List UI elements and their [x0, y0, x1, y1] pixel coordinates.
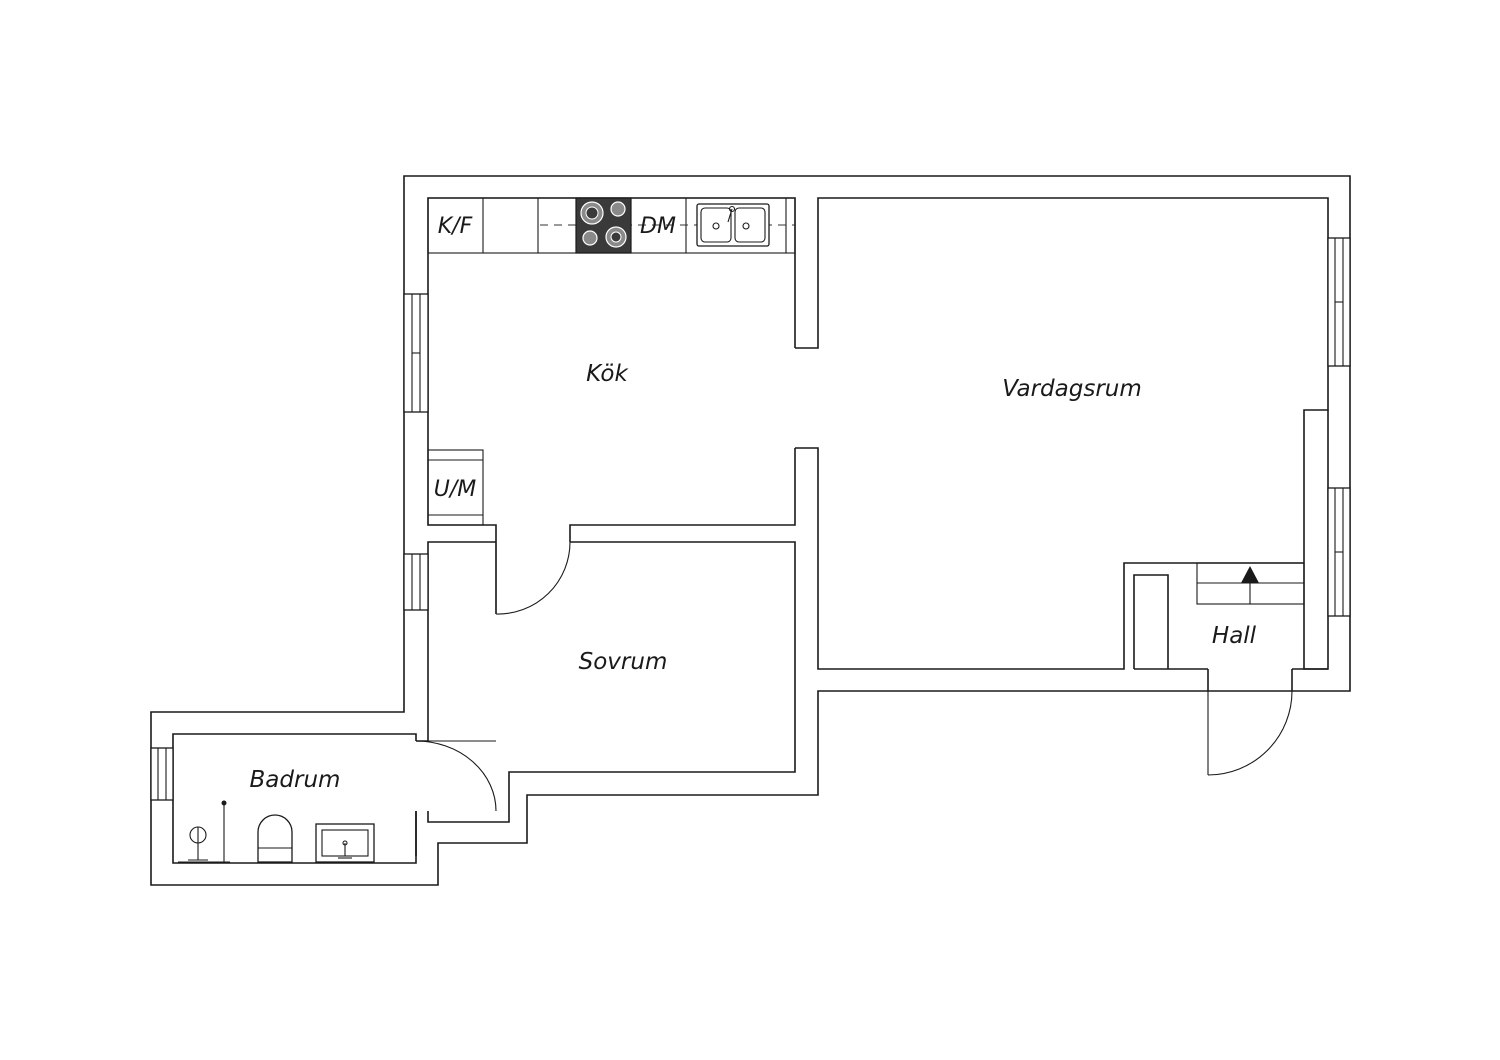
door-sovrum[interactable]	[495, 541, 571, 615]
kitchen-sovrum-wall	[569, 448, 796, 542]
window-living-top	[1327, 237, 1351, 367]
shower-icon	[178, 800, 230, 863]
door-badrum[interactable]	[415, 740, 497, 812]
toilet-icon	[257, 814, 293, 863]
sovrum-wall	[427, 541, 796, 823]
window-sovrum	[403, 553, 429, 611]
badrum-right-wall	[415, 740, 428, 856]
bathroom-sink-icon	[315, 823, 375, 863]
window-badrum	[150, 747, 174, 801]
dishwasher-label: DM	[640, 214, 676, 239]
kitchen-living-stub-top	[795, 197, 1329, 670]
room-label-sovrum: Sovrum	[579, 649, 668, 675]
entrance-arrow-icon	[1241, 566, 1259, 583]
outer-wall	[150, 175, 1351, 886]
window-kitchen	[403, 293, 429, 413]
sovrum-left-wall	[427, 541, 496, 741]
kitchen-living-stub-bottom	[795, 447, 1304, 670]
oven-microwave-label: U/M	[434, 477, 477, 502]
room-label-hall: Hall	[1212, 623, 1257, 649]
fridge-freezer-label: K/F	[438, 214, 473, 239]
room-label-vardagsrum: Vardagsrum	[1002, 376, 1142, 402]
hall-wall	[1133, 574, 1169, 669]
kitchen-sink-icon	[696, 203, 770, 247]
window-living-bottom	[1327, 487, 1351, 617]
oven-cabinet	[427, 449, 484, 526]
badrum-wall	[172, 733, 417, 864]
hall-shoe-bench	[1196, 562, 1305, 605]
stove-icon	[575, 197, 632, 254]
hall-bottom-wall	[1207, 669, 1293, 691]
room-label-badrum: Badrum	[250, 767, 341, 793]
room-label-kok: Kök	[586, 361, 629, 387]
kitchen-inner-wall	[427, 197, 796, 614]
door-entrance[interactable]	[1207, 690, 1293, 776]
